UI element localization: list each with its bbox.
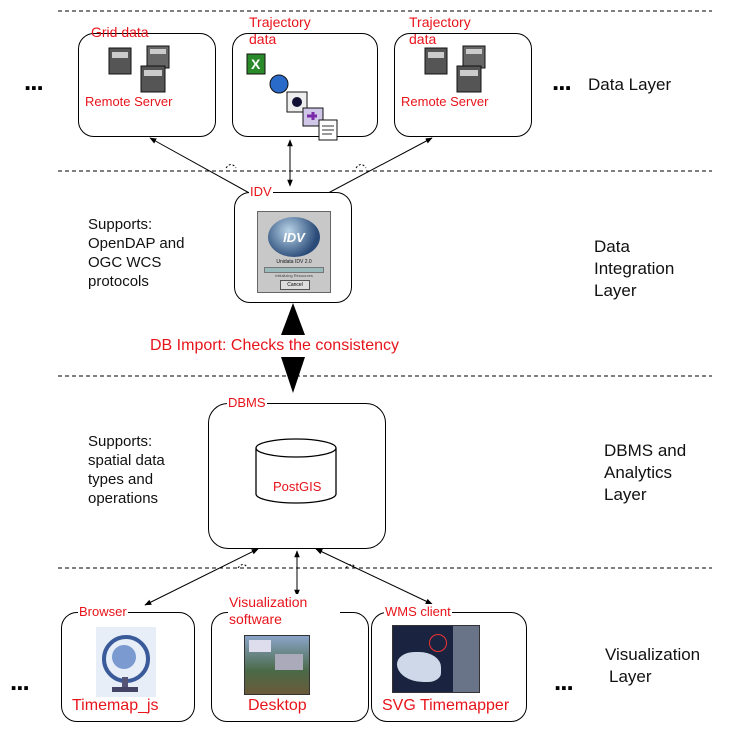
source-box-grid: Grid data Remote Server <box>78 24 216 137</box>
source-box-trajectory: X Trajectory data <box>232 14 378 141</box>
visualization-layer-label: Visualization Layer <box>605 645 701 686</box>
client-title-browser: Browser <box>78 604 128 619</box>
idv-box: IDV IDV Unidata IDV 2.0 Initializing Res… <box>234 184 352 303</box>
arrow-dbms-wms <box>315 548 433 605</box>
source-title-grid: Grid data <box>91 24 149 40</box>
source-subtitle-grid: Remote Server <box>85 94 173 109</box>
arrow-grid-to-idv <box>149 137 263 201</box>
desktop-screenshot <box>244 635 310 695</box>
client-title-desktop: Visualization software <box>228 594 340 628</box>
database-cylinder-icon <box>255 438 337 504</box>
client-box-wms: WMS client SVG Timemapper <box>371 604 527 722</box>
data-layer-ellipsis-left: ... <box>24 66 44 96</box>
client-title-wms: WMS client <box>384 604 452 619</box>
idv-logo-icon: IDV <box>268 217 320 257</box>
dbms-box: DBMS PostGIS <box>208 395 386 549</box>
database-label: PostGIS <box>273 479 322 494</box>
client-box-browser: Browser Timemap_js <box>61 604 195 722</box>
visualization-ellipsis-left: ... <box>10 666 30 696</box>
db-import-label: DB Import: Checks the consistency <box>150 337 399 354</box>
source-box-remote: Trajectory data Remote Server <box>394 14 532 137</box>
visualization-ellipsis-right: ... <box>554 666 574 696</box>
idv-splash-status: Initializing Resources <box>275 273 313 278</box>
client-subtitle-wms: SVG Timemapper <box>382 697 510 714</box>
idv-cancel-button[interactable]: Cancel <box>280 280 310 290</box>
dbms-layer-label: DBMS and Analytics Layer <box>604 441 687 504</box>
dbms-title: DBMS <box>227 395 267 410</box>
client-subtitle-desktop: Desktop <box>248 697 307 714</box>
idv-splash-title: Unidata IDV 2.0 <box>276 259 312 265</box>
data-layer-label: Data Layer <box>588 75 672 94</box>
idv-progress-bar <box>264 267 324 273</box>
hop-2 <box>355 164 367 169</box>
hop-4 <box>345 564 357 569</box>
client-box-desktop: Visualization software Desktop <box>211 594 369 722</box>
hop-1 <box>225 164 237 169</box>
source-subtitle-remote: Remote Server <box>401 94 489 109</box>
server-icon <box>108 45 170 93</box>
integration-layer-label: Data Integration Layer <box>594 237 675 300</box>
integration-description: Supports: OpenDAP and OGC WCS protocols <box>88 216 185 290</box>
file-icons: X <box>246 53 338 141</box>
db-import-arrow-up <box>281 303 305 335</box>
arrow-remote-to-idv <box>314 137 433 201</box>
source-title-trajectory: Trajectory data <box>249 14 311 47</box>
hop-3 <box>237 564 249 569</box>
idv-title: IDV <box>249 184 273 199</box>
dbms-description: Supports: spatial data types and operati… <box>88 433 165 507</box>
browser-globe-icon <box>96 627 156 697</box>
idv-splash-image: IDV Unidata IDV 2.0 Initializing Resourc… <box>257 211 331 293</box>
svg-text:X: X <box>251 56 261 72</box>
server-icon <box>424 45 486 93</box>
db-import-arrow-down <box>281 357 305 393</box>
arrow-dbms-browser <box>144 548 259 606</box>
data-layer-ellipsis-right: ... <box>552 66 572 96</box>
wms-map-screenshot <box>392 625 480 693</box>
source-title-remote: Trajectory data <box>409 14 471 47</box>
client-subtitle-browser: Timemap_js <box>72 697 159 714</box>
